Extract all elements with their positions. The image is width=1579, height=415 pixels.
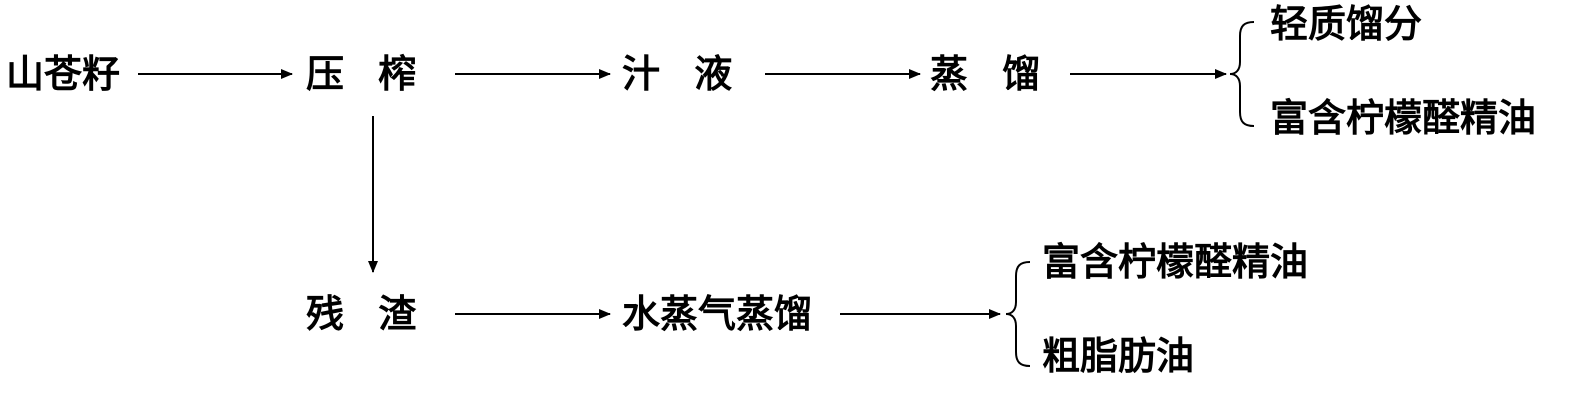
product-crude-fat-oil: 粗脂肪油 [1042,334,1195,378]
node-raw-material: 山苍籽 [6,52,121,96]
product-citral-oil-2: 富含柠檬醛精油 [1042,240,1309,284]
node-distill: 蒸馏 [930,52,1075,96]
product-citral-oil-1: 富含柠檬醛精油 [1270,96,1537,140]
node-steam-distill: 水蒸气蒸馏 [622,292,813,336]
product-light-fraction: 轻质馏分 [1270,2,1423,46]
node-press: 压榨 [306,52,451,96]
brace-steam-products [1005,261,1031,367]
brace-distill-products [1229,21,1255,127]
node-juice: 汁液 [622,52,767,96]
node-residue: 残渣 [306,292,451,336]
